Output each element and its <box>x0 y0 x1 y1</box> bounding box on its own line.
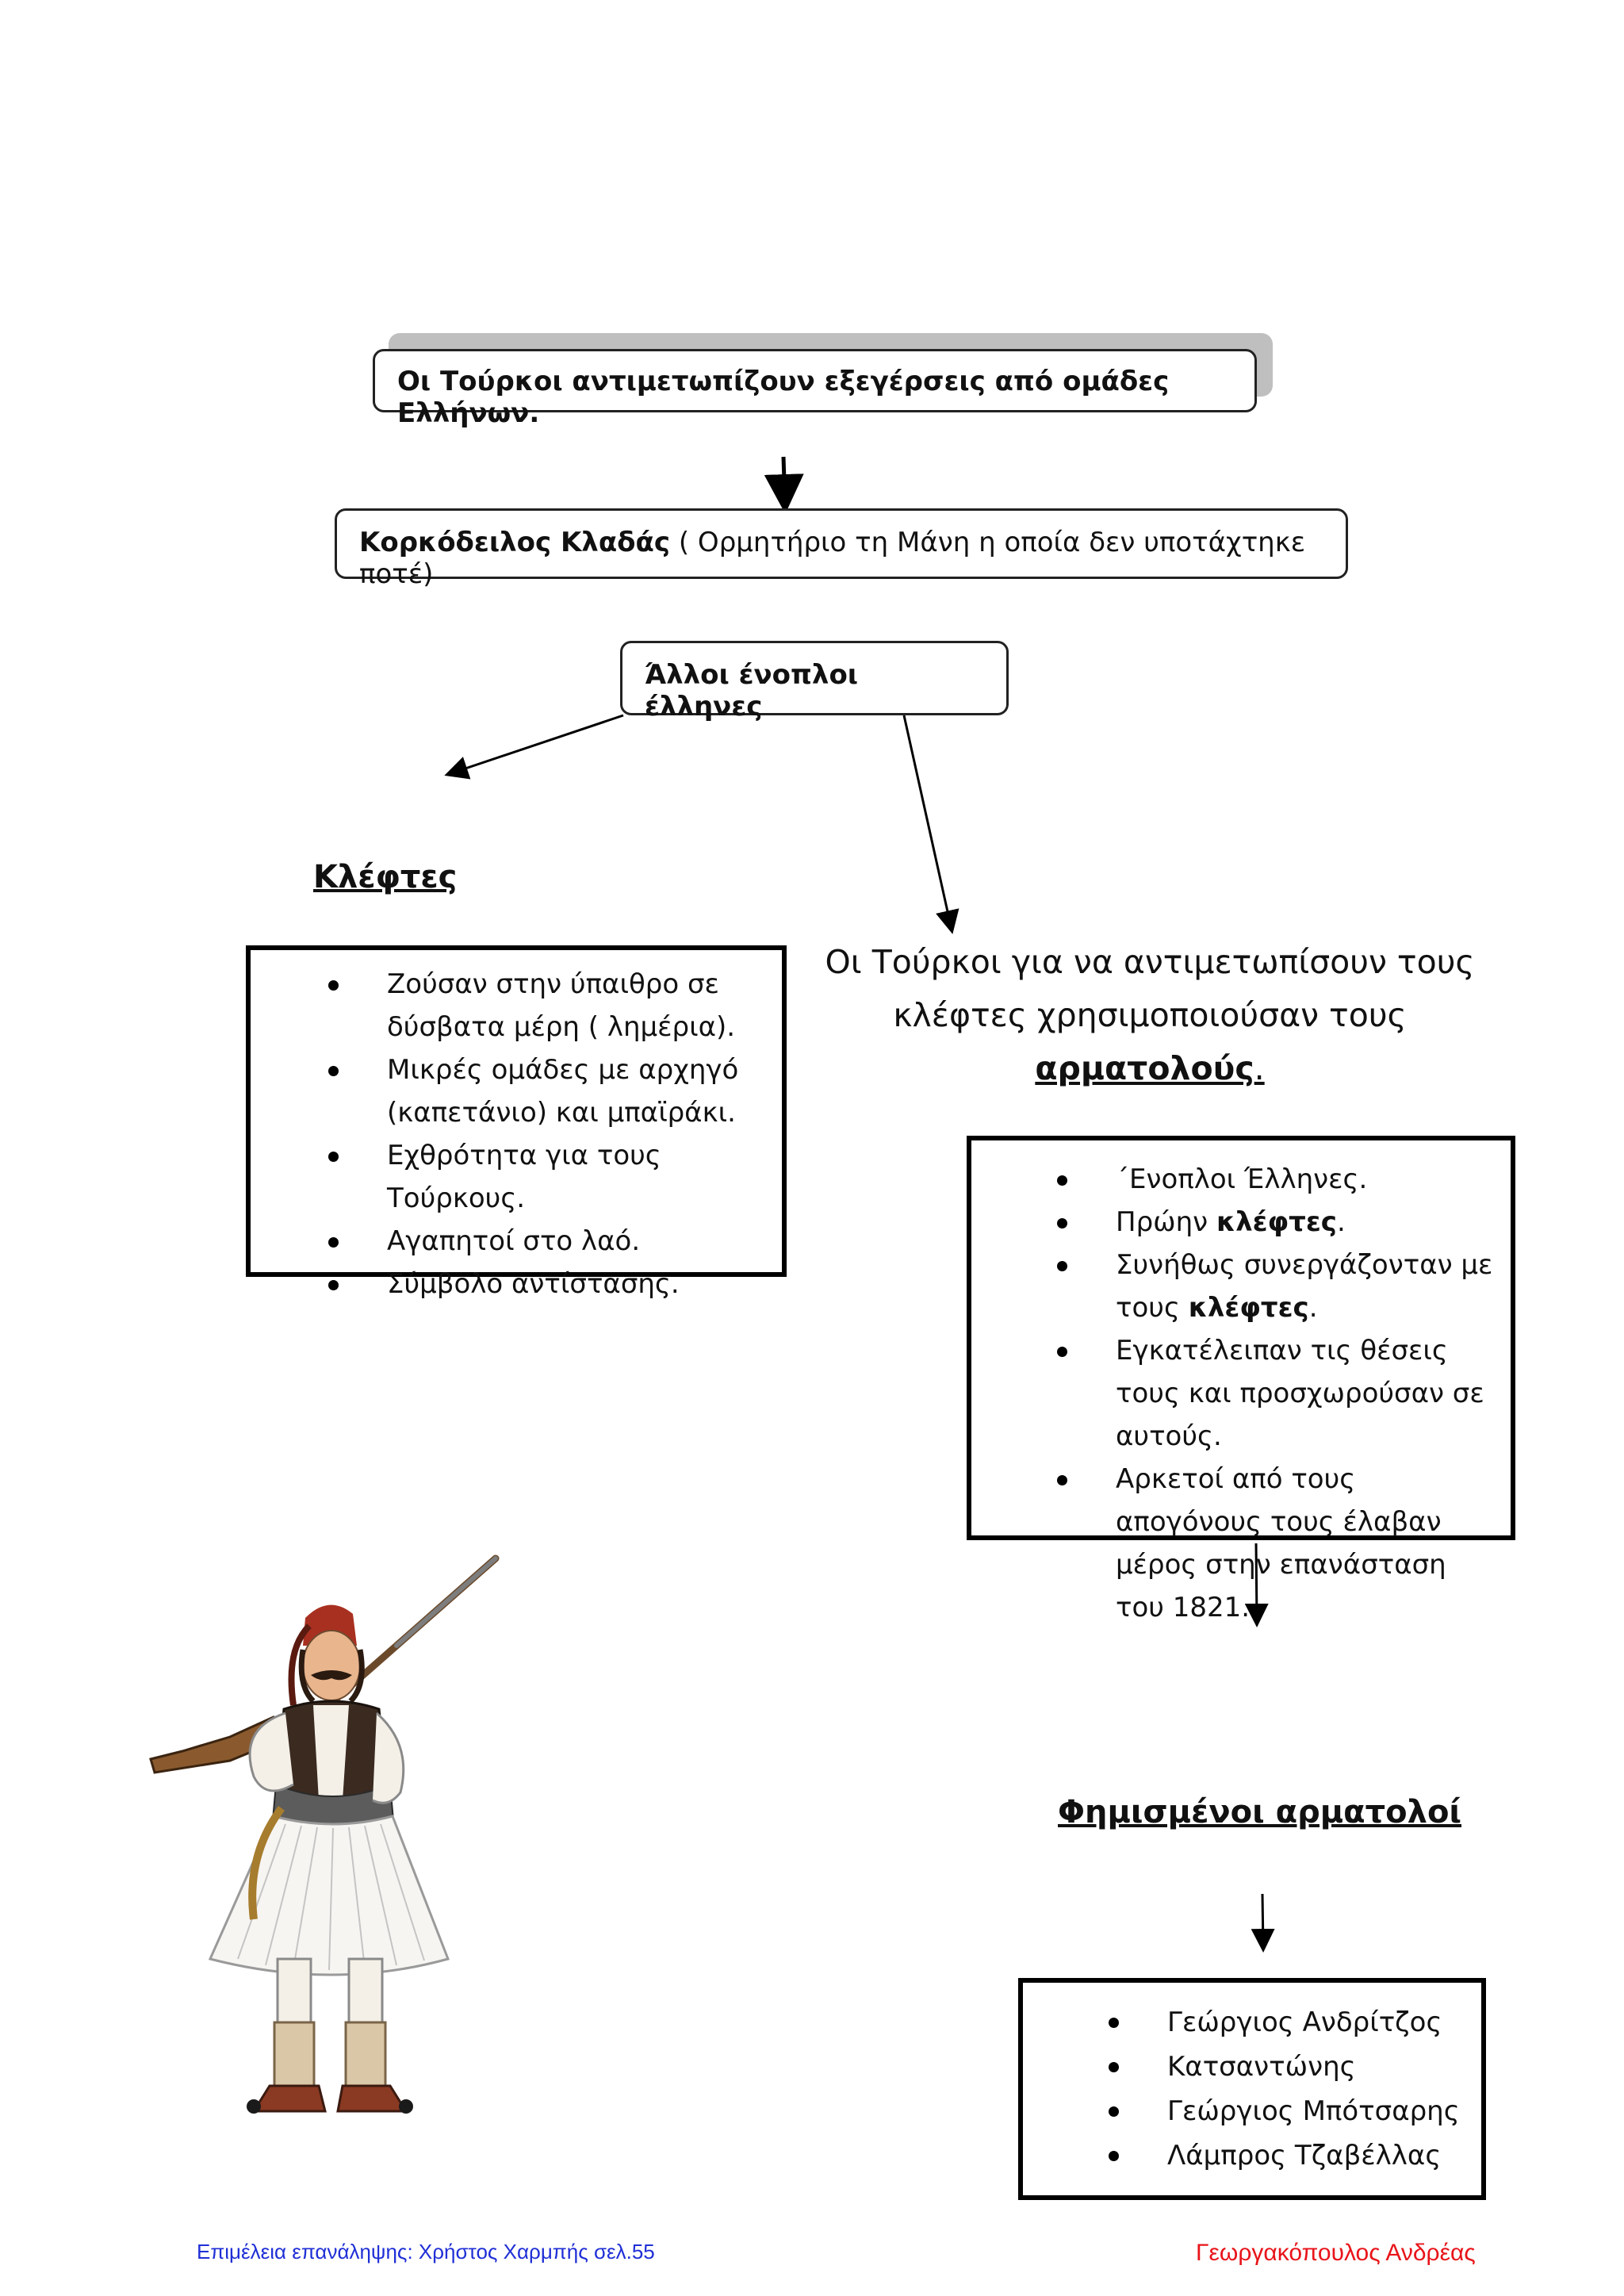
hair-right <box>348 1649 365 1704</box>
famous-box: Γεώργιος Ανδρίτζος Κατσαντώνης Γεώργιος … <box>1018 1978 1486 2200</box>
cap-tassel <box>288 1623 312 1706</box>
list-item: Λάμπρος Τζαβέλλας <box>1094 2133 1465 2178</box>
klephts-heading: Κλέφτες <box>313 859 458 895</box>
right-gaiter <box>344 2021 387 2087</box>
left-shoe <box>251 2084 327 2113</box>
armed-greeks-text: Άλλοι ένοπλοι έλληνες <box>645 659 859 723</box>
footer-right: Γεωργακόπουλος Ανδρέας <box>1196 2240 1476 2266</box>
armatoloi-dot: . <box>1254 1049 1265 1087</box>
top-box-text: Οι Τούρκοι αντιμετωπίζουν εξεγέρσεις από… <box>397 366 1170 429</box>
klephts-box: Ζούσαν στην ύπαιθρο σε δύσβατα μέρη ( λη… <box>246 945 787 1300</box>
list-item: Συνήθως συνεργάζονταν με τους κλέφτες. <box>1043 1244 1495 1329</box>
fustanella <box>208 1815 450 1976</box>
armatoloi-box: ΄Ενοπλοι Έλληνες. Πρώην κλέφτες. Συνήθως… <box>967 1136 1515 1623</box>
arrow-to-famous-list <box>1251 1893 1275 1953</box>
list-item: Αρκετοί από τους απογόνους τους έλαβαν μ… <box>1043 1458 1495 1629</box>
rifle-barrel-metal <box>394 1556 498 1648</box>
arrow-top-to-kladas <box>764 456 804 514</box>
list-item: Σύμβολο αντίστασης. <box>314 1263 766 1305</box>
moustache <box>311 1670 352 1681</box>
list-item: Εχθρότητα για τους Τούρκους. <box>314 1134 766 1220</box>
klephts-list: Ζούσαν στην ύπαιθρο σε δύσβατα μέρη ( λη… <box>314 963 766 1305</box>
kladas-box: Κορκόδειλος Κλαδάς ( Ορμητήριο τη Μάνη η… <box>335 508 1348 590</box>
klepht-illustration <box>149 1554 500 2114</box>
armatoloi-intro: Οι Τούρκοι για να αντιμετωπίσουν τους κλ… <box>825 936 1475 1095</box>
famous-list: Γεώργιος Ανδρίτζος Κατσαντώνης Γεώργιος … <box>1094 2000 1465 2178</box>
list-item: Αγαπητοί στο λαό. <box>314 1220 766 1263</box>
armatoloi-word: αρματολούς <box>1035 1049 1254 1087</box>
list-item: Μικρές ομάδες με αρχηγό (καπετάνιο) και … <box>314 1048 766 1134</box>
pompom-left <box>247 2099 261 2114</box>
right-arm <box>372 1711 405 1804</box>
right-shoe <box>336 2084 408 2113</box>
kladas-description: ( Ορμητήριο τη Μάνη η οποία δεν υποτάχτη… <box>359 527 1306 590</box>
arrow-to-armatoloi <box>902 715 959 934</box>
list-item: Πρώην κλέφτες. <box>1043 1201 1495 1244</box>
head <box>302 1630 361 1701</box>
armatoloi-intro-line1: Οι Τούρκοι για να αντιμετωπίσουν τους <box>825 943 1475 981</box>
footer-left: Επιμέλεια επανάληψης: Χρήστος Χαρμπής σε… <box>197 2240 655 2263</box>
armed-greeks-box: Άλλοι ένοπλοι έλληνες <box>620 641 1009 723</box>
pompom-right <box>399 2099 413 2114</box>
kladas-name: Κορκόδειλος Κλαδάς <box>359 527 671 558</box>
list-item: Γεώργιος Ανδρίτζος <box>1094 2000 1465 2045</box>
list-item: ΄Ενοπλοι Έλληνες. <box>1043 1158 1495 1201</box>
armatoloi-intro-line3: αρματολούς. <box>825 1042 1475 1095</box>
left-arm <box>248 1711 294 1792</box>
famous-heading: Φημισμένοι αρματολοί <box>1058 1794 1462 1830</box>
list-item: Ζούσαν στην ύπαιθρο σε δύσβατα μέρη ( λη… <box>314 963 766 1048</box>
list-item: Γεώργιος Μπότσαρης <box>1094 2089 1465 2133</box>
armatoloi-list: ΄Ενοπλοι Έλληνες. Πρώην κλέφτες. Συνήθως… <box>1043 1158 1495 1629</box>
list-item: Εγκατέλειπαν τις θέσεις τους και προσχωρ… <box>1043 1329 1495 1458</box>
hair <box>298 1649 316 1704</box>
armatoloi-intro-line2: κλέφτες χρησιμοποιούσαν τους <box>893 996 1407 1034</box>
shirt <box>313 1705 349 1800</box>
sword <box>248 1806 285 1920</box>
left-gaiter <box>273 2021 316 2087</box>
list-item: Κατσαντώνης <box>1094 2045 1465 2089</box>
top-box: Οι Τούρκοι αντιμετωπίζουν εξεγέρσεις από… <box>373 349 1257 429</box>
arrow-to-klephts <box>444 714 624 780</box>
arrow-to-famous <box>1244 1543 1269 1627</box>
